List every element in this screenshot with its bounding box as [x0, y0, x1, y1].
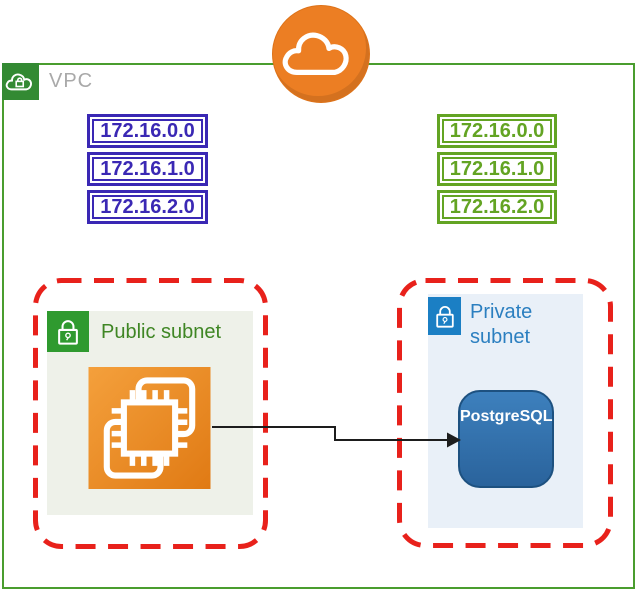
public-subnet-label: Public subnet: [101, 321, 222, 343]
cidr-list-left: 172.16.0.0 172.16.1.0 172.16.2.0: [87, 114, 208, 228]
postgresql-label: PostgreSQL: [460, 408, 553, 425]
cidr-value: 172.16.2.0: [100, 195, 195, 218]
postgresql-node: PostgreSQL: [458, 390, 554, 488]
cidr-value: 172.16.2.0: [449, 195, 545, 218]
lock-icon: [47, 311, 89, 352]
ec2-instance-icon: [87, 367, 212, 489]
vpc-label: VPC: [49, 70, 94, 92]
cidr-box: 172.16.0.0: [437, 114, 557, 148]
lock-icon: [428, 297, 461, 335]
cidr-box: 172.16.2.0: [87, 190, 208, 224]
vpc-cloud-lock-icon: [2, 63, 39, 100]
cidr-box: 172.16.0.0: [87, 114, 208, 148]
cidr-box: 172.16.2.0: [437, 190, 557, 224]
public-subnet-box: Public subnet: [47, 311, 253, 515]
private-subnet-box: Private subnet PostgreSQL: [428, 294, 583, 528]
cidr-value: 172.16.1.0: [449, 157, 545, 180]
vpc-header: VPC: [2, 63, 93, 100]
cidr-list-right: 172.16.0.0 172.16.1.0 172.16.2.0: [437, 114, 557, 228]
cidr-box: 172.16.1.0: [87, 152, 208, 186]
cidr-value: 172.16.1.0: [100, 157, 195, 180]
cidr-box: 172.16.1.0: [437, 152, 557, 186]
aws-cloud-icon: [272, 5, 370, 103]
cidr-value: 172.16.0.0: [449, 119, 545, 142]
cidr-value: 172.16.0.0: [100, 119, 195, 142]
private-subnet-label: Private subnet: [470, 301, 533, 348]
